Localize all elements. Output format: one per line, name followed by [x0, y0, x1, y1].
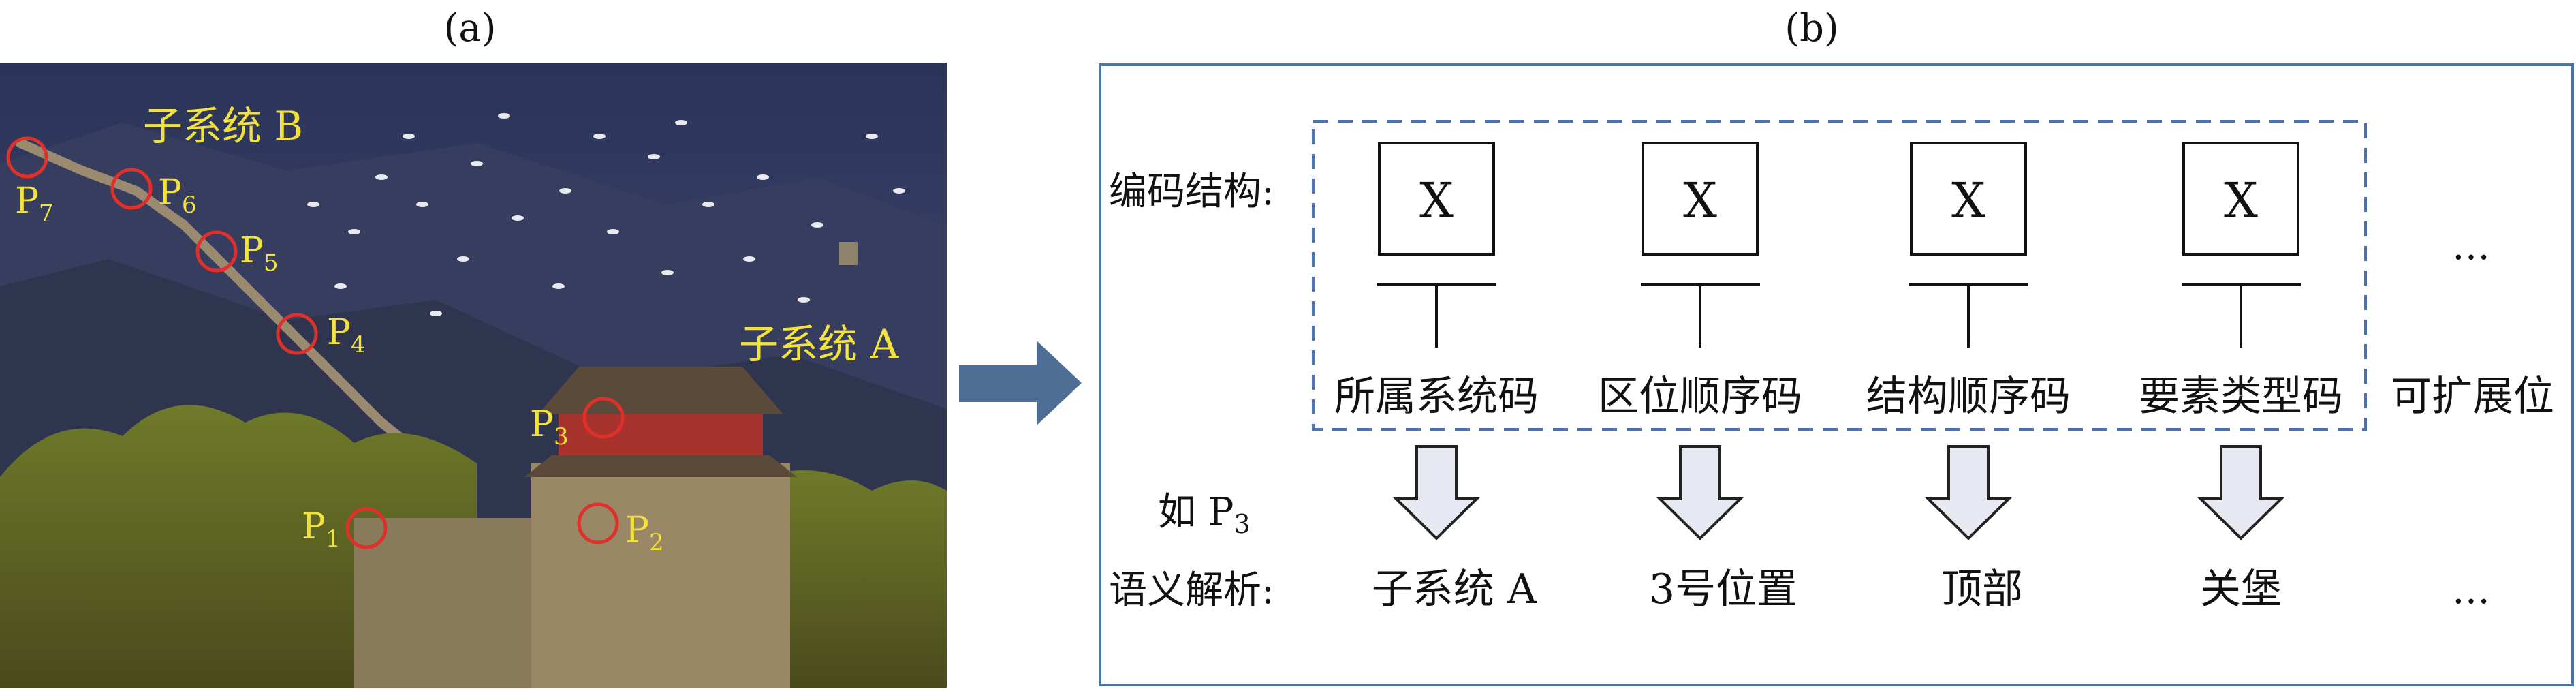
- semantic-label: 语义解析:: [1109, 568, 1274, 613]
- transition-arrow: [959, 341, 1082, 425]
- fortress-base: [531, 463, 790, 688]
- example-label: 如 P3: [1158, 490, 1251, 539]
- point-markers: [6, 136, 625, 549]
- code-box-3: [1910, 142, 2027, 256]
- tower-roof-lower: [524, 455, 797, 477]
- marker-p7: [6, 136, 48, 179]
- code-box-symbol-4: X: [2224, 172, 2258, 228]
- code-name-4: 要素类型码: [2139, 373, 2343, 420]
- point-label-p4: P4: [327, 312, 366, 358]
- down-arrow-1: [1393, 445, 1480, 540]
- point-labels: P1 P2 P3 P4 P5 P6 P7: [15, 172, 664, 556]
- result-3: 顶部: [1941, 566, 2023, 613]
- code-name-3: 结构顺序码: [1866, 373, 2071, 420]
- result-2: 3号位置: [1649, 566, 1797, 613]
- marker-p1: [345, 507, 388, 549]
- code-name-2: 区位顺序码: [1598, 373, 1802, 420]
- down-arrow-3: [1925, 445, 2012, 540]
- result-1: 子系统 A: [1372, 566, 1537, 613]
- down-arrow-4: [2197, 445, 2284, 540]
- marker-p3: [582, 397, 625, 439]
- code-box-1: [1378, 142, 1495, 256]
- extensible-bits-label: 可扩展位: [2391, 373, 2554, 420]
- structure-ellipsis: …: [2452, 224, 2490, 268]
- point-label-p3: P3: [530, 404, 569, 450]
- code-group-dashed-box: [1312, 120, 2367, 431]
- great-wall: [16, 138, 454, 482]
- marker-p4: [276, 313, 318, 355]
- code-name-1: 所属系统码: [1334, 373, 1539, 420]
- marker-p2: [577, 502, 619, 544]
- code-box-2: [1642, 142, 1759, 256]
- result-ellipsis: …: [2452, 568, 2490, 613]
- code-box-4: [2182, 142, 2299, 256]
- code-slot-1: X 所属系统码: [1334, 142, 1539, 420]
- point-label-p5: P5: [240, 230, 279, 277]
- code-slot-3: X 结构顺序码: [1866, 142, 2071, 420]
- code-slot-4: X 要素类型码: [2139, 142, 2343, 420]
- photo-panel: 子系统 B 子系统 A P1 P2 P3 P4 P5 P6 P7: [0, 63, 947, 688]
- point-label-p7: P7: [15, 181, 54, 227]
- point-label-p1: P1: [302, 506, 341, 553]
- code-box-symbol-2: X: [1683, 172, 1717, 228]
- down-arrows: [1393, 445, 2284, 540]
- subsystem-b-label: 子系统 B: [143, 103, 303, 149]
- panel-b-frame: [1099, 63, 2574, 686]
- structure-label: 编码结构:: [1109, 170, 1274, 214]
- down-arrow-2: [1656, 445, 1744, 540]
- code-slot-2: X 区位顺序码: [1598, 142, 1802, 420]
- code-box-symbol-1: X: [1419, 172, 1454, 228]
- marker-p6: [110, 168, 153, 210]
- panel-a-label: (a): [443, 6, 496, 50]
- tower-roof-upper: [538, 367, 783, 414]
- result-4: 关堡: [2200, 566, 2282, 613]
- encoding-panel: 编码结构: X 所属系统码 X 区位顺序码 X 结构顺序码 X: [1099, 63, 2574, 686]
- birds: [307, 113, 905, 316]
- subsystem-a-label: 子系统 A: [739, 321, 899, 367]
- point-label-p2: P2: [625, 510, 664, 556]
- panel-b-label: (b): [1785, 6, 1839, 50]
- point-label-p6: P6: [158, 172, 197, 219]
- distant-tower: [839, 242, 858, 265]
- code-box-symbol-3: X: [1951, 172, 1985, 228]
- marker-p5: [195, 230, 238, 273]
